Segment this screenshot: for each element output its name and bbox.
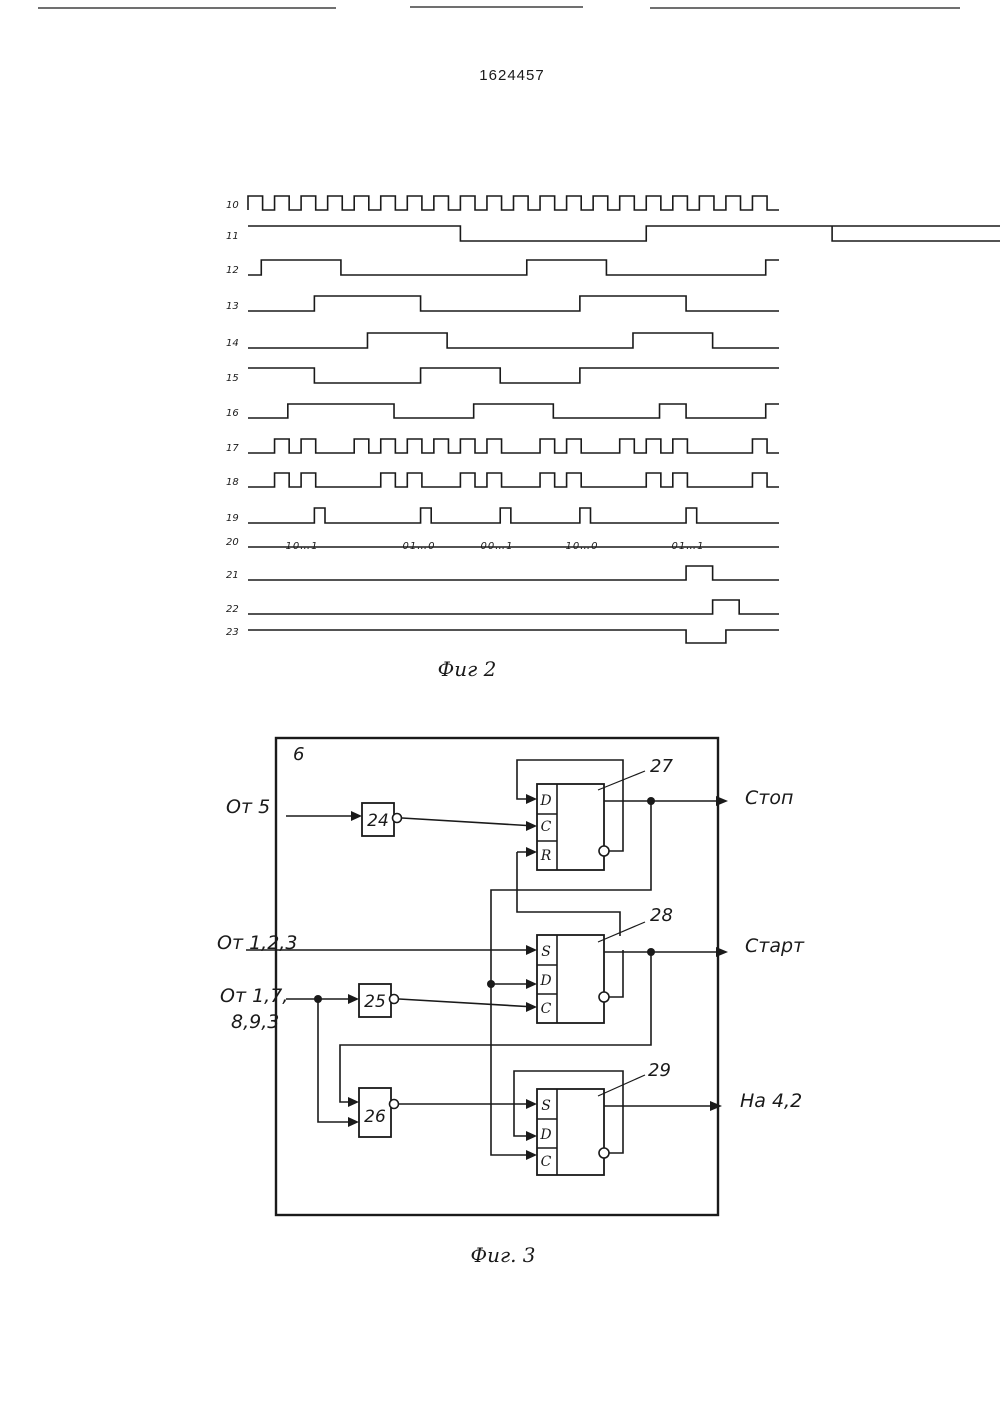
signal-label-18: 18 (226, 477, 239, 488)
signal-trace-12 (248, 260, 779, 275)
signal-label-23: 23 (226, 627, 239, 638)
signal-label-13: 13 (226, 301, 239, 312)
trigger-29-pin-c: C (541, 1154, 552, 1170)
signal-label-22: 22 (226, 604, 239, 615)
page-header-rules (38, 7, 960, 8)
signal-label-21: 21 (226, 570, 239, 581)
trigger-28-number: 28 (650, 905, 673, 926)
block-6-label: 6 (293, 744, 304, 765)
document-number: 1624457 (479, 67, 544, 84)
trigger-28-pin-s: S (541, 944, 551, 960)
trigger-29: S D C 29 (537, 1060, 671, 1175)
trigger-27-number: 27 (650, 756, 673, 777)
trigger-27-inverse-output (599, 846, 609, 856)
trigger-28: S D C 28 (537, 905, 673, 1023)
signal-traces (248, 196, 1000, 643)
output-label-to-4-2: На 4,2 (740, 1090, 802, 1112)
trigger-29-inverse-output (599, 1148, 609, 1158)
signal-label-12: 12 (226, 265, 239, 276)
block-schematic: 6 От 5 От 1,2,3 От 1,7, 8,9,3 Стоп Старт… (217, 738, 805, 1215)
signal-trace-18 (248, 473, 779, 487)
timing-diagram: 10 11 12 13 14 15 16 17 18 19 20 21 22 23 10…1 01…0 00…… (226, 196, 1000, 643)
input-label-from-5: От 5 (226, 796, 270, 818)
signal-trace-21 (248, 566, 779, 580)
output-label-stop: Стоп (745, 787, 793, 809)
signal-label-19: 19 (226, 513, 239, 524)
signal-trace-11 (248, 226, 1000, 241)
trigger-27-pin-c: C (541, 819, 552, 835)
trigger-28-pin-c: C (541, 1001, 552, 1017)
input-label-8-9-3: 8,9,3 (231, 1011, 279, 1033)
trigger-27-pin-d: D (539, 793, 551, 809)
signal-trace-13 (248, 296, 779, 311)
signal-label-15: 15 (226, 373, 239, 384)
code-label-5: 01…1 (671, 541, 704, 552)
signal-label-16: 16 (226, 408, 239, 419)
signal-label-17: 17 (226, 443, 239, 454)
signal-label-14: 14 (226, 338, 239, 349)
signal-trace-16 (248, 404, 779, 418)
signal-trace-15 (248, 368, 779, 383)
code-label-4: 10…0 (565, 541, 598, 552)
element-24-inverter-bubble (393, 814, 402, 823)
element-26-inverter-bubble (390, 1100, 399, 1109)
signal-label-20: 20 (226, 537, 239, 548)
trigger-27: D C R 27 (537, 756, 673, 870)
signal-trace-14 (248, 333, 779, 348)
trigger-29-number: 29 (648, 1060, 671, 1081)
trigger-29-pin-s: S (541, 1098, 551, 1114)
trigger-28-inverse-output (599, 992, 609, 1002)
element-26-label: 26 (364, 1107, 386, 1127)
signal-trace-19 (248, 508, 779, 523)
code-label-3: 00…1 (480, 541, 513, 552)
trigger-28-pin-d: D (539, 973, 551, 989)
signal-trace-10 (248, 196, 779, 210)
code-label-2: 01…0 (402, 541, 435, 552)
figure3-caption: Фиг. 3 (470, 1243, 535, 1267)
signal-labels: 10 11 12 13 14 15 16 17 18 19 20 21 22 23 (226, 200, 239, 638)
input-label-from-1-7: От 1,7, (220, 985, 288, 1007)
signal-label-10: 10 (226, 200, 239, 211)
figure2-caption: Фиг 2 (438, 657, 497, 681)
output-label-start: Старт (745, 935, 805, 957)
element-24-label: 24 (367, 811, 389, 831)
code-label-1: 10…1 (285, 541, 318, 552)
element-25-inverter-bubble (390, 995, 399, 1004)
signal-trace-17 (248, 439, 779, 453)
signal-trace-23 (248, 630, 779, 643)
element-25-label: 25 (364, 992, 386, 1012)
schematic-wiring (246, 760, 728, 1160)
trigger-29-pin-d: D (539, 1127, 551, 1143)
signal-label-11: 11 (226, 231, 239, 242)
trigger-27-pin-r: R (540, 848, 552, 864)
signal-trace-22 (248, 600, 779, 614)
